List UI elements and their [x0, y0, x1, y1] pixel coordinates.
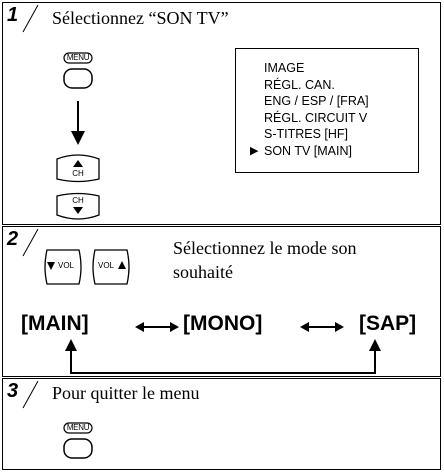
osd-menu-item: S-TITRES [HF] — [264, 127, 349, 141]
mode-main: [MAIN] — [21, 312, 89, 335]
osd-menu-item: ENG / ESP / [FRA] — [264, 94, 369, 108]
mode-mono: [MONO] — [183, 312, 263, 335]
channel-down-button[interactable]: CH — [53, 192, 103, 222]
volume-up-button[interactable]: VOL — [89, 248, 133, 286]
menu-button-icon — [63, 422, 93, 459]
channel-up-label: CH — [72, 169, 84, 178]
mode-sap: [SAP] — [359, 312, 417, 335]
menu-button-label: MENU — [66, 423, 90, 432]
osd-menu: IMAGE RÉGL. CAN. ENG / ESP / [FRA] RÉGL.… — [235, 48, 419, 173]
step-divider-slash — [22, 380, 39, 409]
step-divider-slash — [22, 228, 39, 257]
step-instruction: Sélectionnez le mode son souhaité — [173, 236, 356, 284]
step-number: 2 — [7, 228, 19, 250]
step-2-header: 2 — [3, 227, 440, 257]
menu-button[interactable]: MENU — [61, 421, 95, 461]
step-3-header: 3 Pour quitter le menu — [3, 379, 440, 409]
cursor-arrow-icon: ▶ — [250, 143, 259, 157]
osd-menu-item: RÉGL. CAN. — [264, 77, 335, 92]
step-number: 1 — [7, 4, 19, 26]
volume-down-button[interactable]: VOL — [41, 248, 85, 286]
menu-button[interactable]: MENU — [61, 51, 95, 91]
volume-up-label: VOL — [98, 261, 115, 270]
step-divider-slash — [22, 4, 39, 33]
arrow-down-icon — [71, 101, 85, 145]
osd-menu-item: IMAGE — [264, 61, 305, 75]
channel-up-icon — [56, 154, 100, 183]
volume-down-label: VOL — [58, 261, 75, 270]
loop-arrow-icon — [65, 339, 381, 374]
step-title: Pour quitter le menu — [52, 383, 200, 403]
step-1-section: 1 Sélectionnez “SON TV” MENU CH CH — [2, 2, 441, 225]
instruction-line: souhaité — [173, 262, 233, 282]
step-3-section: 3 Pour quitter le menu MENU — [2, 378, 441, 470]
osd-menu-item: RÉGL. CIRCUIT V — [264, 110, 368, 125]
double-arrow-icon — [300, 322, 344, 332]
menu-button-icon — [63, 52, 93, 89]
double-arrow-icon — [135, 322, 179, 332]
channel-down-icon — [56, 192, 100, 220]
step-1-header: 1 Sélectionnez “SON TV” — [3, 3, 440, 33]
instruction-line: Sélectionnez le mode son — [173, 238, 357, 258]
step-number: 3 — [7, 380, 19, 402]
osd-menu-item-selected: ▶ SON TV [MAIN] — [250, 143, 352, 158]
menu-button-label: MENU — [66, 53, 90, 62]
channel-down-label: CH — [72, 196, 84, 205]
volume-down-icon — [44, 249, 82, 285]
volume-up-icon — [92, 249, 130, 285]
step-title: Sélectionnez “SON TV” — [52, 8, 229, 28]
channel-up-button[interactable]: CH — [53, 153, 103, 183]
step-2-section: 2 VOL VOL Sélectionnez le mode son souha… — [2, 226, 441, 377]
